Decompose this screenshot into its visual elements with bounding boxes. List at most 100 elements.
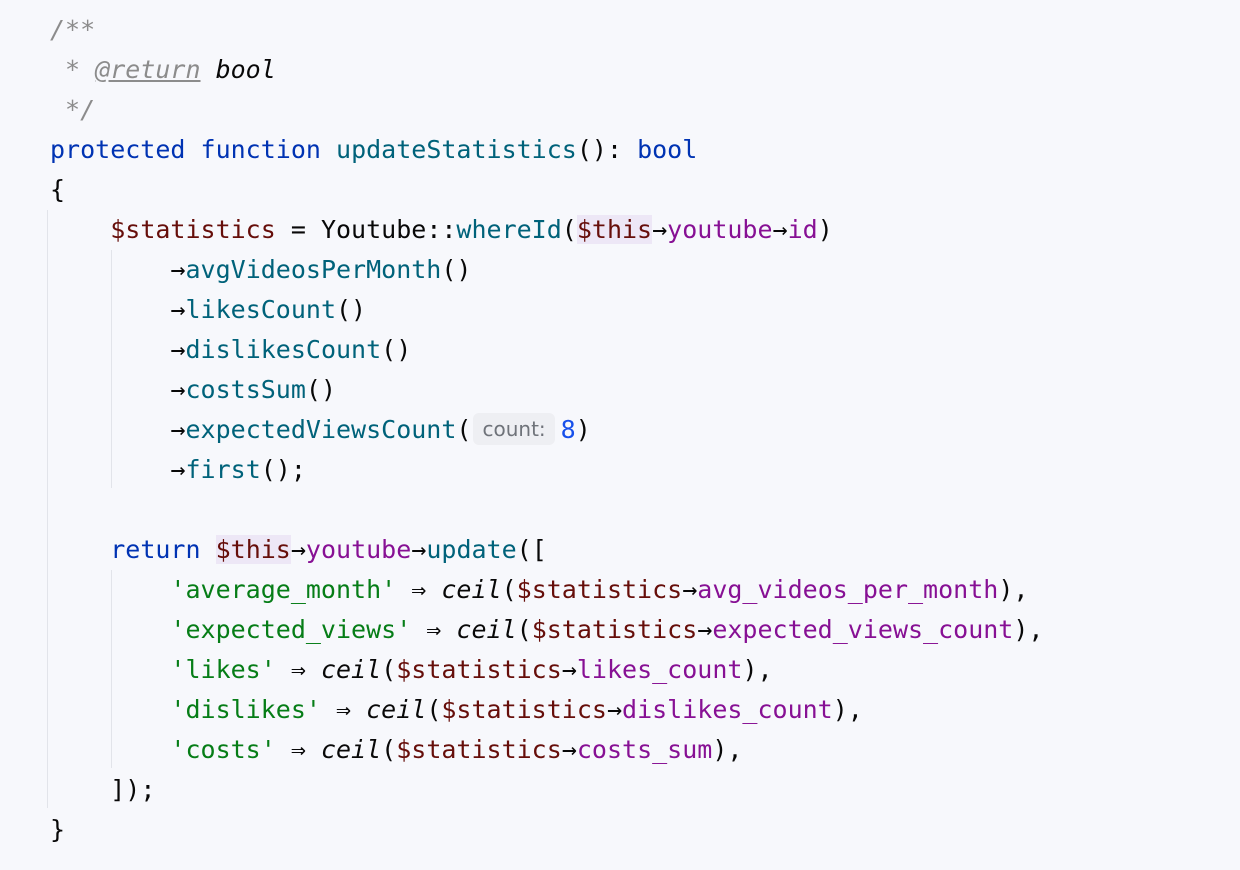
code-token: costsSum [185,375,306,404]
code-token: avgVideosPerMonth [185,255,442,284]
code-line[interactable]: */ [50,90,95,130]
code-line[interactable]: 'dislikes' ⇒ ceil($statistics→dislikes_c… [50,690,862,730]
code-token: Youtube [320,215,427,244]
code-token: (); [260,455,306,484]
code-token: $statistics [110,215,276,244]
code-token: ⇒ [275,735,321,764]
code-token [50,655,170,684]
code-token: bool [215,55,276,84]
code-token: ]); [110,775,156,804]
code-line[interactable]: 'average_month' ⇒ ceil($statistics→avg_v… [50,570,1028,610]
code-line[interactable]: /** [50,10,95,50]
code-line[interactable]: ]); [50,770,155,810]
code-token [50,375,170,404]
code-token: → [561,735,577,764]
code-token [321,135,336,164]
code-token: ) [575,415,591,444]
code-token [201,535,216,564]
code-token [50,695,170,724]
code-token: 'expected_views' [170,615,412,644]
code-token: ( [501,575,517,604]
code-token: whereId [456,215,562,244]
code-token [50,735,170,764]
code-line[interactable]: →likesCount() [50,290,366,330]
code-token [50,335,170,364]
code-token: dislikesCount [185,335,382,364]
code-token: ( [561,215,577,244]
code-token: 'costs' [170,735,276,764]
code-token: $this [576,215,653,244]
indent-guide-statistics-chain [111,250,112,488]
code-token: $statistics [441,695,607,724]
code-token: expectedViewsCount [185,415,457,444]
code-token: } [50,815,66,844]
code-token: { [50,175,66,204]
code-token [50,615,170,644]
code-token: avg_videos_per_month [697,575,999,604]
code-token: @return [95,55,201,84]
code-token [50,295,170,324]
code-token: → [652,215,668,244]
code-token: ceil [456,615,517,644]
code-token: → [170,415,186,444]
code-token: $statistics [396,735,562,764]
code-token: $statistics [396,655,562,684]
code-token: :: [426,215,457,244]
code-token: return [110,535,201,564]
code-token: ), [712,735,743,764]
code-token: () [336,295,367,324]
code-token: expected_views_count [712,615,1014,644]
code-token: likesCount [185,295,336,324]
code-token: bool [637,135,698,164]
code-line[interactable]: } [50,810,65,850]
code-token [50,415,170,444]
code-token: → [290,535,306,564]
code-line[interactable]: return $this→youtube→update([ [50,530,547,570]
code-line[interactable]: $statistics = Youtube::whereId($this→you… [50,210,833,250]
code-line[interactable]: * @return bool [50,50,276,90]
code-token: ), [1013,615,1044,644]
code-token: youtube [667,215,773,244]
code-token: → [772,215,788,244]
code-token: updateStatistics [336,135,577,164]
code-line[interactable]: { [50,170,65,210]
code-line[interactable]: →first(); [50,450,306,490]
code-token: () [305,375,337,404]
code-line[interactable]: →avgVideosPerMonth() [50,250,471,290]
code-line[interactable]: 'expected_views' ⇒ ceil($statistics→expe… [50,610,1043,650]
code-token: likes_count [576,655,743,684]
code-token: → [606,695,623,724]
code-token: 'likes' [170,655,276,684]
code-token: $this [215,535,291,564]
code-token: ( [381,735,397,764]
code-line[interactable]: →costsSum() [50,370,336,410]
code-line[interactable]: →expectedViewsCount(count:8) [50,410,591,450]
code-token: ( [426,695,442,724]
code-token: function [200,135,321,164]
code-token [201,55,216,84]
code-token: = [275,215,321,244]
code-token: → [170,255,186,284]
code-token: ⇒ [320,695,367,724]
code-token: → [170,295,186,324]
code-token [185,135,200,164]
code-token: ceil [320,655,382,684]
code-token: 'average_month' [170,575,397,604]
code-token: → [682,575,698,604]
code-line[interactable]: protected function updateStatistics(): b… [50,130,697,170]
code-token [50,455,170,484]
code-token: → [170,335,186,364]
code-token: youtube [305,535,412,564]
code-token: $statistics [516,575,683,604]
code-token: * [50,55,96,84]
code-line[interactable]: 'likes' ⇒ ceil($statistics→likes_count), [50,650,773,690]
code-token: ( [516,615,532,644]
code-token: → [170,375,186,404]
code-line[interactable]: →dislikesCount() [50,330,411,370]
code-token: ), [742,655,773,684]
code-line[interactable]: 'costs' ⇒ ceil($statistics→costs_sum), [50,730,742,770]
code-token: () [441,255,472,284]
code-token: → [170,455,186,484]
code-token: */ [50,95,96,124]
